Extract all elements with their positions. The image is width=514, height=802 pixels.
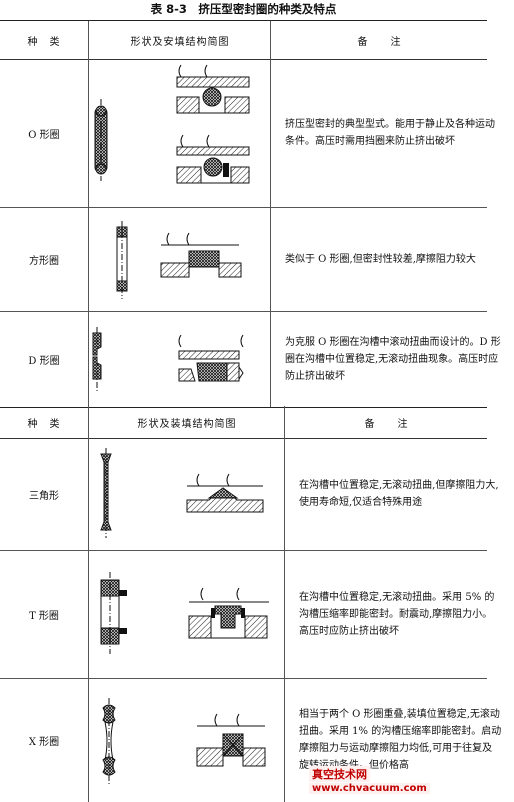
header-note: 备 注 xyxy=(364,418,409,430)
row-note: 挤压型密封的典型型式。能用于静止及各种运动条件。高压时需用挡圈来防止挤出破坏 xyxy=(285,119,495,147)
seal-table-1: 种 类 形状及安填结构简图 备 注 O 形圈 xyxy=(0,20,501,408)
row-note: 类似于 O 形圈,但密封性较差,摩擦阻力较大 xyxy=(285,253,476,265)
watermark-url: www.chvacuum.com xyxy=(309,783,430,794)
table-title: 表 8-3 挤压型密封圈的种类及特点 xyxy=(150,2,337,16)
triangle-ring-diagram xyxy=(88,438,285,550)
header-figure: 形状及安填结构简图 xyxy=(130,36,230,48)
row-note: 为克服 O 形圈在沟槽中滚动扭曲而设计的。D 形圈在沟槽中位置稳定,无滚动扭曲现… xyxy=(285,336,501,382)
square-ring-diagram xyxy=(88,207,271,311)
table-row: 三角形 在沟槽中位置稳定,无滚动扭曲,但摩擦阻力大,使用寿命短,仅适合特殊用途 xyxy=(0,438,499,551)
header-kind: 种 类 xyxy=(27,36,61,48)
d-ring-diagram xyxy=(88,311,271,407)
table-header: 种 类 形状及安填结构简图 备 注 xyxy=(0,21,487,60)
table-row: D 形圈 为克服 O 形圈在沟槽中滚动扭曲而设计的。D 形圈在沟槽中位置稳定,无… xyxy=(0,311,501,408)
row-name: O 形圈 xyxy=(28,129,60,141)
row-name: T 形圈 xyxy=(29,610,59,622)
t-ring-diagram xyxy=(88,550,285,678)
table-row: 方形圈 类似于 O 形圈,但密封性较差,摩擦阻力较大 xyxy=(0,207,487,312)
row-note: 相当于两个 O 形圈重叠,装填位置稳定,无滚动扭曲。采用 1% 的沟槽压缩率即能… xyxy=(299,709,502,771)
seal-table-2: 种 类 形状及装填结构简图 备 注 三角形 在沟槽中位置稳定,无滚动扭曲,但摩擦… xyxy=(0,406,501,802)
table-row: O 形圈 挤压型密封的典型型式。能用于 xyxy=(0,59,495,208)
o-ring-diagram xyxy=(88,59,271,207)
x-ring-diagram xyxy=(88,678,285,802)
table-row: T 形圈 在沟槽中位置稳定,无滚动扭曲。采用 5% 的沟槽压缩率即能密封。耐震动… xyxy=(0,550,494,679)
watermark-title: 真空技术网 xyxy=(309,766,370,782)
header-figure: 形状及装填结构简图 xyxy=(137,418,237,430)
row-note: 在沟槽中位置稳定,无滚动扭曲。采用 5% 的沟槽压缩率即能密封。耐震动,摩擦阻力… xyxy=(299,591,495,637)
table-row: X 形圈 相当于两个 O 形圈重叠,装填位置稳定,无滚动扭曲。采用 1% 的沟槽… xyxy=(0,678,501,802)
row-name: 方形圈 xyxy=(29,255,59,267)
table-header: 种 类 形状及装填结构简图 备 注 xyxy=(0,406,487,439)
row-name: 三角形 xyxy=(29,490,59,502)
header-note: 备 注 xyxy=(357,36,402,48)
row-name: D 形圈 xyxy=(28,355,60,367)
row-name: X 形圈 xyxy=(28,736,60,748)
header-kind: 种 类 xyxy=(27,418,61,430)
row-note: 在沟槽中位置稳定,无滚动扭曲,但摩擦阻力大,使用寿命短,仅适合特殊用途 xyxy=(299,480,499,508)
